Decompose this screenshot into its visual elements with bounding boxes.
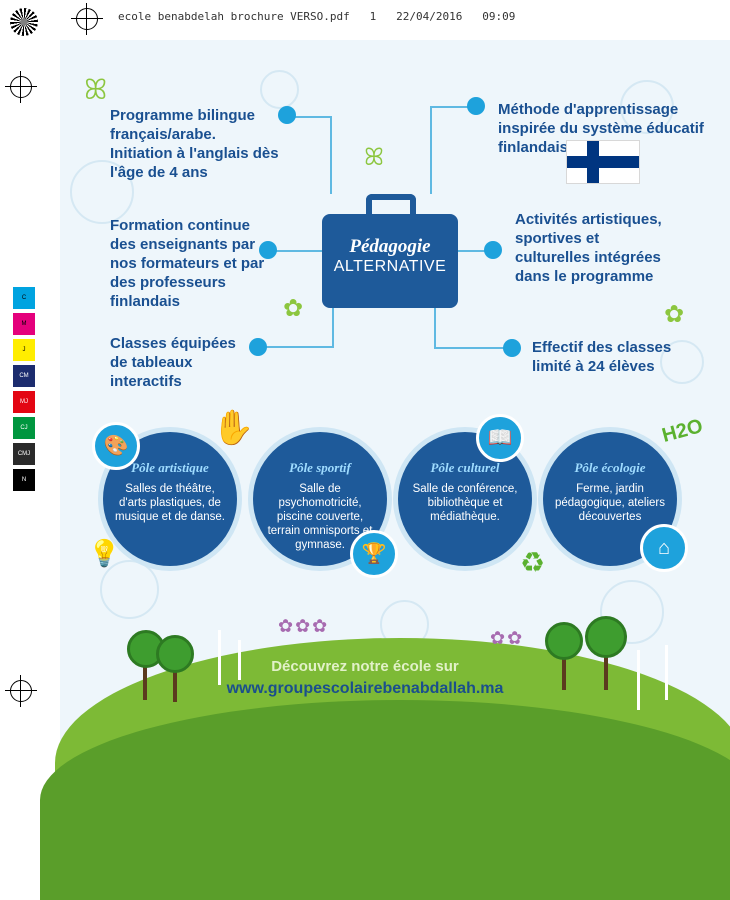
connector-line [434,347,512,349]
hand-print-icon: ✋ [212,409,255,447]
connector-line [458,250,490,252]
wind-turbine-icon [218,630,221,685]
green-hill-foreground [40,700,730,900]
flowers-icon: ✿✿✿ [278,616,330,636]
bullet-dot [249,338,267,356]
registration-mark [5,71,37,103]
finland-flag-icon [566,140,640,184]
connector-line [332,308,334,348]
wind-turbine-icon [665,645,668,700]
pole-sportif: Pôle sportif Salle de psychomotricité, p… [253,432,387,566]
pedagogie-briefcase: Pédagogie ALTERNATIVE [322,214,458,308]
connector-line [295,116,331,118]
connector-line [430,106,432,194]
pole-text: Salles de théâtre, d'arts plastiques, de… [115,483,225,523]
tree-icon [545,622,583,660]
feature-teacher-training: Formation continue des enseignants par n… [110,217,265,310]
book-icon: 📖 [476,414,524,462]
wind-turbine-icon [238,640,241,680]
butterfly-icon: ꕤ [364,144,384,171]
color-swatch: MJ [13,391,35,413]
pole-title: Pôle artistique [131,460,209,475]
tree-trunk [173,660,177,702]
tree-trunk [604,640,608,690]
color-swatch: J [13,339,35,361]
tree-trunk [143,655,147,700]
registration-target-top-left [10,8,38,36]
bullet-dot [278,106,296,124]
palette-icon: 🎨 [92,422,140,470]
connector-line [430,106,475,108]
pole-title: Pôle écologie [574,460,646,475]
briefcase-handle [366,194,416,220]
flower-icon: ✿ [283,295,304,322]
registration-mark [71,3,103,35]
center-title: Pédagogie [349,236,431,257]
pole-text: Salle de psychomotricité, piscine couver… [267,483,373,551]
tree-icon [156,635,194,673]
feature-interactive-boards: Classes équipées de tableaux interactifs [110,335,236,390]
color-swatch: CMJ [13,443,35,465]
flowers-icon: ✿✿ [490,628,525,648]
lightbulb-icon: 💡 [88,538,121,568]
bullet-dot [503,339,521,357]
feature-class-size: Effectif des classes limité à 24 élèves [532,339,672,375]
bullet-dot [467,97,485,115]
print-header: ecole benabdelah brochure VERSO.pdf 1 22… [118,10,516,23]
pole-title: Pôle culturel [430,460,500,475]
discover-text: Découvrez notre école sur [271,658,459,675]
color-swatch: C [13,287,35,309]
feature-activities: Activités artistiques, sportives et cult… [515,211,662,285]
pole-ecologie: Pôle écologie Ferme, jardin pédagogique,… [543,432,677,566]
bullet-dot [259,241,277,259]
recycle-icon: ♻ [520,547,546,578]
connector-line [265,346,333,348]
pole-text: Salle de conférence, bibliothèque et méd… [412,483,518,523]
bullet-dot [484,241,502,259]
feature-finnish-method: Méthode d'apprentissage inspirée du syst… [498,101,704,156]
color-swatch: CJ [13,417,35,439]
center-subtitle: ALTERNATIVE [333,258,447,275]
eco-house-icon: ⌂ [640,524,688,572]
pole-title: Pôle sportif [289,460,351,475]
wind-turbine-icon [637,650,640,710]
butterfly-icon: ꕤ [84,74,108,105]
connector-line [330,116,332,194]
color-swatch: M [13,313,35,335]
connector-line [275,250,322,252]
flower-icon: ✿ [664,301,685,328]
school-website-link[interactable]: www.groupescolairebenabdallah.ma [226,680,504,697]
tree-trunk [562,640,566,690]
registration-mark [5,675,37,707]
color-swatch: N [13,469,35,491]
pole-text: Ferme, jardin pédagogique, ateliers déco… [555,483,665,523]
connector-line [434,308,436,348]
color-swatch: CM [13,365,35,387]
tree-icon [585,616,627,658]
trophy-icon: 🏆 [350,530,398,578]
feature-bilingual: Programme bilingue français/arabe. Initi… [110,107,279,181]
